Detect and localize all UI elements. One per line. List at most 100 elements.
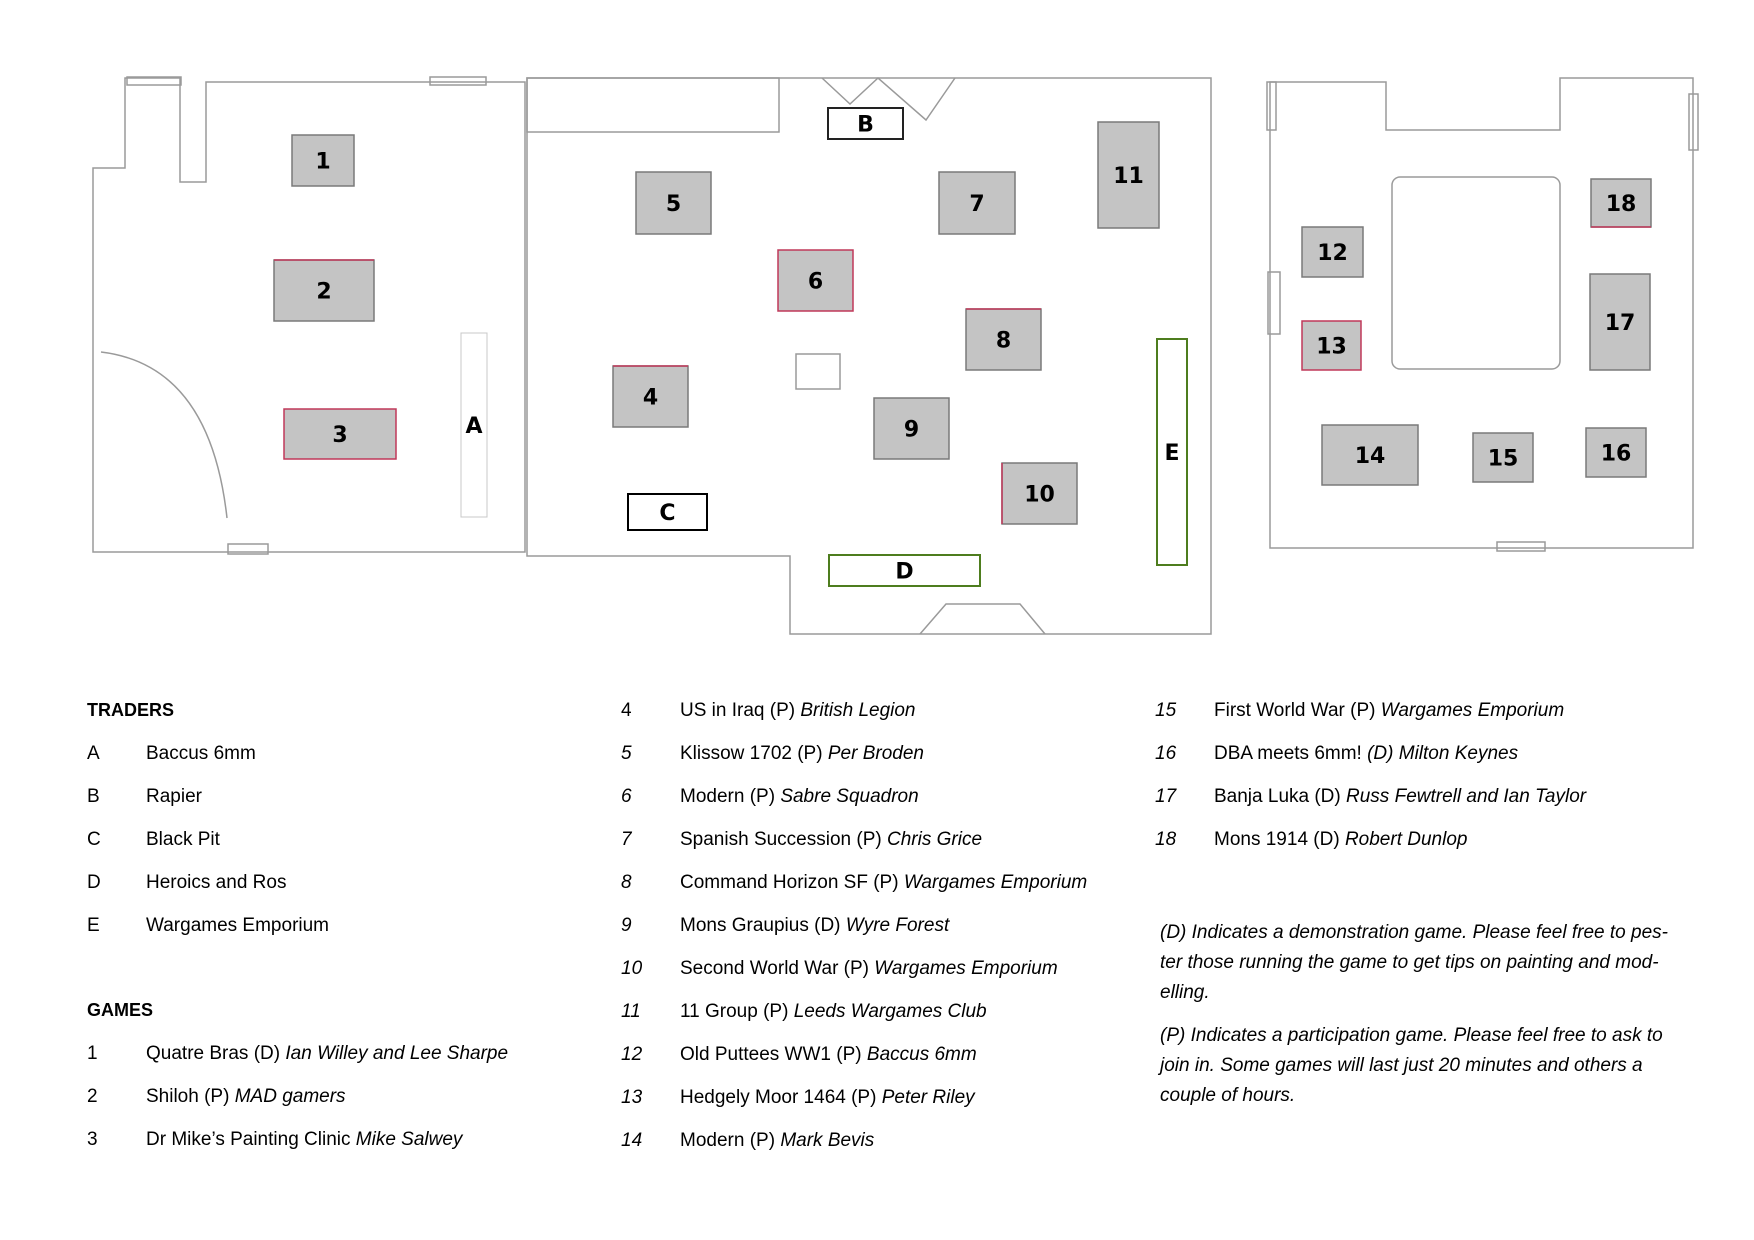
legend-group: Wargames Emporium bbox=[903, 872, 1088, 893]
game-table-number: 8 bbox=[996, 329, 1011, 354]
game-table-number: 7 bbox=[969, 192, 984, 217]
legend-key: 1 bbox=[87, 1043, 98, 1064]
game-table-10: 10 bbox=[1001, 462, 1078, 525]
game-table-rect bbox=[612, 365, 689, 428]
game-table-number: 17 bbox=[1605, 311, 1636, 336]
game-table-number: 4 bbox=[643, 386, 658, 411]
game-table-rect bbox=[1301, 226, 1364, 278]
legend-entry-text: 11 Group (P) Leeds Wargames Club bbox=[680, 1001, 987, 1023]
legend-group: Sabre Squadron bbox=[780, 786, 919, 807]
room-walls bbox=[92, 76, 1699, 635]
legend-title: Heroics and Ros bbox=[146, 872, 287, 893]
trader-stand-letter: B bbox=[857, 113, 874, 138]
legend-key: D bbox=[87, 872, 101, 893]
legend-title: Modern (P) bbox=[680, 786, 776, 807]
legend-key: 15 bbox=[1155, 700, 1177, 721]
legend-entry-text: Quatre Bras (D) Ian Willey and Lee Sharp… bbox=[146, 1043, 508, 1065]
legend-title: Mons Graupius (D) bbox=[680, 915, 841, 936]
legend-entry-text: Dr Mike’s Painting Clinic Mike Salwey bbox=[146, 1129, 462, 1151]
legend-title: Second World War (P) bbox=[680, 958, 869, 979]
legend-key: 4 bbox=[621, 700, 632, 721]
game-table-rect bbox=[873, 397, 950, 460]
participation-note: (P) Indicates a participation game. Plea… bbox=[1160, 1021, 1680, 1111]
trader-stand-rect bbox=[460, 332, 488, 518]
game-table-15: 15 bbox=[1472, 432, 1534, 483]
game-table-number: 18 bbox=[1606, 192, 1637, 217]
legend-group: Russ Fewtrell and Ian Taylor bbox=[1346, 786, 1587, 807]
legend-title: US in Iraq (P) bbox=[680, 700, 796, 721]
legend-group: British Legion bbox=[800, 700, 916, 721]
legend-key: 2 bbox=[87, 1086, 98, 1107]
legend-key: 6 bbox=[621, 786, 632, 807]
game-table-3: 3 bbox=[283, 408, 397, 460]
legend-key: C bbox=[87, 829, 101, 850]
legend-group: Wargames Emporium bbox=[1380, 700, 1565, 721]
legend-entry-text: US in Iraq (P) British Legion bbox=[680, 700, 916, 722]
game-table-8: 8 bbox=[965, 308, 1042, 371]
legend-entry-text: Baccus 6mm bbox=[146, 743, 256, 765]
legend-entry-text: Rapier bbox=[146, 786, 202, 808]
legend-key: B bbox=[87, 786, 100, 807]
legend-entry-text: Shiloh (P) MAD gamers bbox=[146, 1086, 346, 1108]
game-table-1: 1 bbox=[291, 134, 355, 187]
legend-key: 14 bbox=[621, 1130, 643, 1151]
hall-doors-top bbox=[821, 76, 956, 122]
legend-entry-text: Banja Luka (D) Russ Fewtrell and Ian Tay… bbox=[1214, 786, 1586, 808]
legend-entry-text: Old Puttees WW1 (P) Baccus 6mm bbox=[680, 1044, 977, 1066]
legend-title: First World War (P) bbox=[1214, 700, 1376, 721]
legend-group: (D) Milton Keynes bbox=[1367, 743, 1519, 764]
demonstration-note-line: (D) Indicates a demonstration game. Plea… bbox=[1160, 922, 1668, 943]
trader-stand-rect bbox=[827, 107, 904, 140]
legend-entry-text: Spanish Succession (P) Chris Grice bbox=[680, 829, 982, 851]
traders-heading: TRADERS bbox=[87, 700, 175, 720]
game-table-number: 2 bbox=[316, 280, 331, 305]
legend-group: Baccus 6mm bbox=[866, 1044, 977, 1065]
legend-entry-text: Black Pit bbox=[146, 829, 220, 851]
legend-key: 17 bbox=[1155, 786, 1177, 807]
game-table-6: 6 bbox=[777, 249, 854, 312]
game-table-rect bbox=[1321, 424, 1419, 486]
right-room-window-left-top bbox=[1266, 81, 1277, 131]
legend-key: 16 bbox=[1155, 743, 1177, 764]
legend-key: 3 bbox=[87, 1129, 98, 1150]
legend-title: Quatre Bras (D) bbox=[146, 1043, 281, 1064]
game-table-rect bbox=[1585, 427, 1647, 478]
legend-title: Wargames Emporium bbox=[146, 915, 330, 936]
game-table-rect bbox=[1097, 121, 1160, 229]
hall-outline bbox=[526, 77, 1212, 635]
right-room-outline bbox=[1269, 77, 1694, 549]
trader-stand-letter: A bbox=[465, 414, 482, 439]
legend-title: 11 Group (P) bbox=[680, 1001, 789, 1022]
legend-title: Spanish Succession (P) bbox=[680, 829, 882, 850]
game-table-5: 5 bbox=[635, 171, 712, 235]
legend-group: Peter Riley bbox=[881, 1087, 975, 1108]
trader-stand-rect bbox=[627, 493, 708, 531]
legend-group: Ian Willey and Lee Sharpe bbox=[285, 1043, 509, 1064]
game-table-rect bbox=[777, 249, 854, 312]
legend-group: Mike Salwey bbox=[355, 1129, 463, 1150]
game-table-rect bbox=[965, 308, 1042, 371]
game-table-12: 12 bbox=[1301, 226, 1364, 278]
game-table-rect bbox=[1589, 273, 1651, 371]
legend-title: Black Pit bbox=[146, 829, 220, 850]
trader-stand-letter: D bbox=[895, 560, 913, 585]
game-table-17: 17 bbox=[1589, 273, 1651, 371]
game-table-number: 6 bbox=[808, 270, 823, 295]
demonstration-note: (D) Indicates a demonstration game. Plea… bbox=[1160, 918, 1680, 1008]
game-table-7: 7 bbox=[938, 171, 1016, 235]
legend-title: Dr Mike’s Painting Clinic bbox=[146, 1129, 351, 1150]
legend-group: Wyre Forest bbox=[845, 915, 950, 936]
left-room-door-swing bbox=[100, 351, 228, 519]
legend-key: 5 bbox=[621, 743, 632, 764]
legend-title: Klissow 1702 (P) bbox=[680, 743, 823, 764]
legend-key: 12 bbox=[621, 1044, 643, 1065]
legend-title: Shiloh (P) bbox=[146, 1086, 230, 1107]
legend-title: Command Horizon SF (P) bbox=[680, 872, 899, 893]
game-table-4: 4 bbox=[612, 365, 689, 428]
game-table-rect bbox=[273, 259, 375, 322]
left-room-window-top-left bbox=[126, 76, 182, 86]
game-table-number: 16 bbox=[1601, 442, 1632, 467]
trader-stand-rect bbox=[828, 554, 981, 587]
